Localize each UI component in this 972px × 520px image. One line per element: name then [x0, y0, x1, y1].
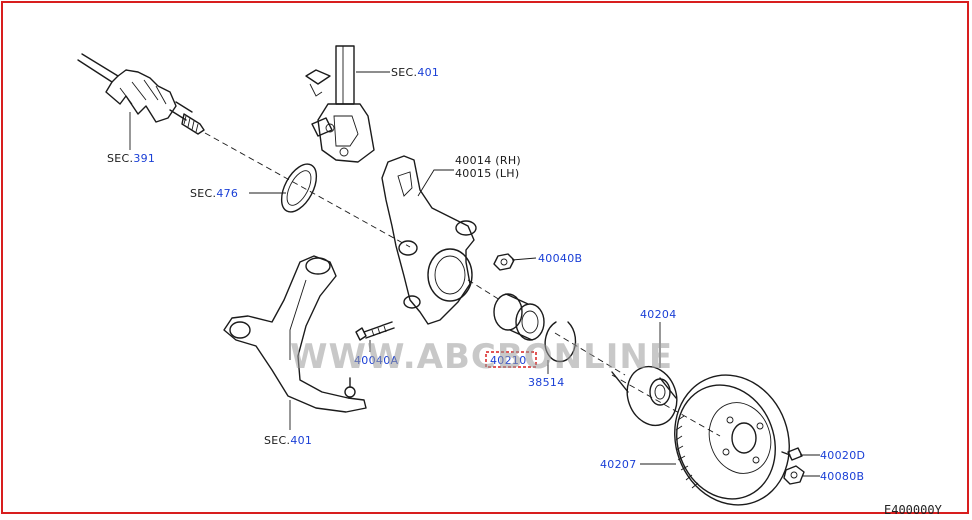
assembly-centerlines	[204, 132, 721, 437]
label-40040a: 40040A	[354, 354, 398, 367]
stud-bolt	[781, 447, 803, 461]
strut-assembly	[305, 45, 375, 163]
label-sec-476: SEC.476	[190, 187, 238, 200]
label-40080b: 40080B	[820, 470, 864, 483]
nut-40040b	[493, 253, 515, 271]
label-sec-391: SEC.391	[107, 152, 155, 165]
wheel-nut	[783, 465, 805, 485]
label-40207: 40207	[600, 458, 637, 471]
leader-lines	[129, 71, 820, 477]
label-sec-401-bottom: SEC.401	[264, 434, 312, 447]
label-40210: 40210	[490, 354, 527, 367]
wheel-bearing	[493, 293, 545, 341]
label-40040b: 40040B	[538, 252, 582, 265]
label-40020d: 40020D	[820, 449, 865, 462]
watermark-text: WWW.ABCBONLINE	[290, 337, 673, 377]
label-sec-401-top: SEC.401	[391, 66, 439, 79]
brake-disc	[674, 374, 790, 506]
wheel-hub	[611, 365, 678, 427]
snap-ring	[544, 321, 577, 363]
figure-code: E400000Y	[884, 503, 943, 517]
bolt-40040a	[355, 321, 395, 341]
steering-knuckle	[381, 155, 477, 325]
drive-shaft	[77, 53, 205, 135]
label-40204: 40204	[640, 308, 677, 321]
label-40015-lh: 40015 (LH)	[455, 167, 519, 180]
label-38514: 38514	[528, 376, 565, 389]
label-40014-rh: 40014 (RH)	[455, 154, 521, 167]
lower-control-arm	[223, 255, 367, 413]
seal-ring	[280, 163, 318, 213]
highlight-box-40210	[485, 351, 537, 368]
